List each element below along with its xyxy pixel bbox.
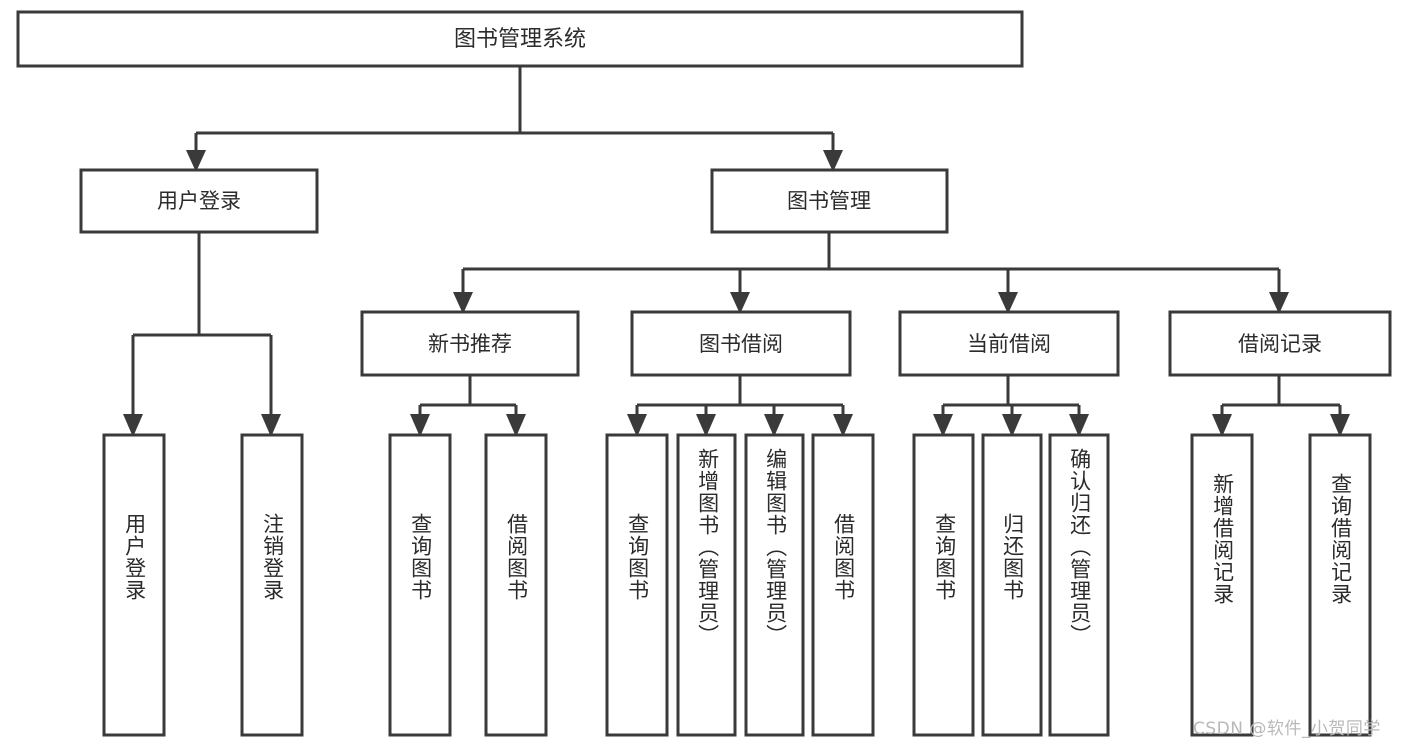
node-new-book-recommend-label: 新书推荐	[428, 332, 512, 356]
arrow-to-user-login	[186, 150, 206, 172]
arrow-to-leaf-borrow-book	[833, 414, 853, 437]
node-new-book-recommend[interactable]: 新书推荐	[360, 310, 580, 377]
connector-new-book-bus	[418, 375, 518, 414]
arrow-to-leaf-query-book-rec	[410, 414, 430, 437]
leaf-edit-book-box[interactable]	[744, 433, 805, 737]
node-new-book-recommend-box[interactable]	[360, 310, 580, 377]
connector-layer	[131, 66, 1342, 414]
connector-root-bus	[194, 66, 835, 150]
leaf-add-borrow-record-box[interactable]	[1190, 433, 1254, 737]
arrow-to-leaf-user-login	[123, 414, 143, 437]
node-root[interactable]: 图书管理系统	[16, 10, 1024, 68]
node-current-borrow-box[interactable]	[898, 310, 1120, 377]
node-borrow-record-label: 借阅记录	[1238, 332, 1322, 356]
node-user-login[interactable]: 用户登录	[79, 168, 319, 234]
arrow-to-leaf-add-borrow-record	[1212, 414, 1232, 437]
node-root-box[interactable]	[16, 10, 1024, 68]
arrow-to-leaf-query-borrow-record	[1330, 414, 1350, 437]
arrow-to-borrow-record	[1269, 292, 1289, 314]
arrow-to-book-manage	[823, 150, 843, 172]
node-book-manage-box[interactable]	[710, 168, 949, 234]
leaf-confirm-return-box[interactable]	[1048, 433, 1110, 737]
csdn-watermark: CSDN @软件_小贺同学	[1193, 719, 1381, 739]
leaf-query-book-borrow-box[interactable]	[605, 433, 669, 737]
leaf-query-book-current-box[interactable]	[912, 433, 975, 737]
leaf-logout-box[interactable]	[240, 433, 304, 737]
leaf-add-book-box[interactable]	[676, 433, 737, 737]
connector-borrow-record-bus	[1220, 375, 1342, 414]
arrow-to-leaf-confirm-return	[1069, 414, 1089, 437]
node-root-label: 图书管理系统	[454, 27, 586, 52]
leaf-borrow-book-rec-box[interactable]	[484, 433, 548, 737]
arrow-to-leaf-borrow-book-rec	[506, 414, 526, 437]
connector-current-borrow-bus	[941, 375, 1081, 414]
arrow-to-leaf-return-book	[1002, 414, 1022, 437]
arrowhead-layer	[123, 150, 1350, 437]
leaf-node-layer	[102, 433, 1372, 737]
arrow-to-leaf-query-book-current	[933, 414, 953, 437]
node-book-borrow-label: 图书借阅	[699, 332, 783, 356]
node-user-login-box[interactable]	[79, 168, 319, 234]
node-book-manage-label: 图书管理	[787, 189, 871, 213]
leaf-query-borrow-record-box[interactable]	[1308, 433, 1372, 737]
node-book-borrow-box[interactable]	[630, 310, 852, 377]
arrow-to-current-borrow	[998, 292, 1018, 314]
arrow-to-new-book-recommend	[453, 292, 473, 314]
node-borrow-record-box[interactable]	[1168, 310, 1392, 377]
connector-book-borrow-bus	[635, 375, 845, 414]
leaf-borrow-book-box[interactable]	[811, 433, 875, 737]
arrow-to-leaf-query-book-borrow	[627, 414, 647, 437]
node-current-borrow-label: 当前借阅	[967, 332, 1051, 356]
node-user-login-label: 用户登录	[157, 189, 241, 213]
connector-user-login-bus	[131, 232, 273, 414]
connector-book-manage-bus	[461, 232, 1281, 292]
node-borrow-record[interactable]: 借阅记录	[1168, 310, 1392, 377]
node-book-manage[interactable]: 图书管理	[710, 168, 949, 234]
arrow-to-leaf-add-book	[696, 414, 716, 437]
node-book-borrow[interactable]: 图书借阅	[630, 310, 852, 377]
node-current-borrow[interactable]: 当前借阅	[898, 310, 1120, 377]
arrow-to-leaf-edit-book	[764, 414, 784, 437]
leaf-user-login-box[interactable]	[102, 433, 166, 737]
arrow-to-book-borrow	[730, 292, 750, 314]
leaf-return-book-box[interactable]	[981, 433, 1043, 737]
leaf-query-book-rec-box[interactable]	[388, 433, 452, 737]
arrow-to-leaf-logout	[261, 414, 281, 437]
